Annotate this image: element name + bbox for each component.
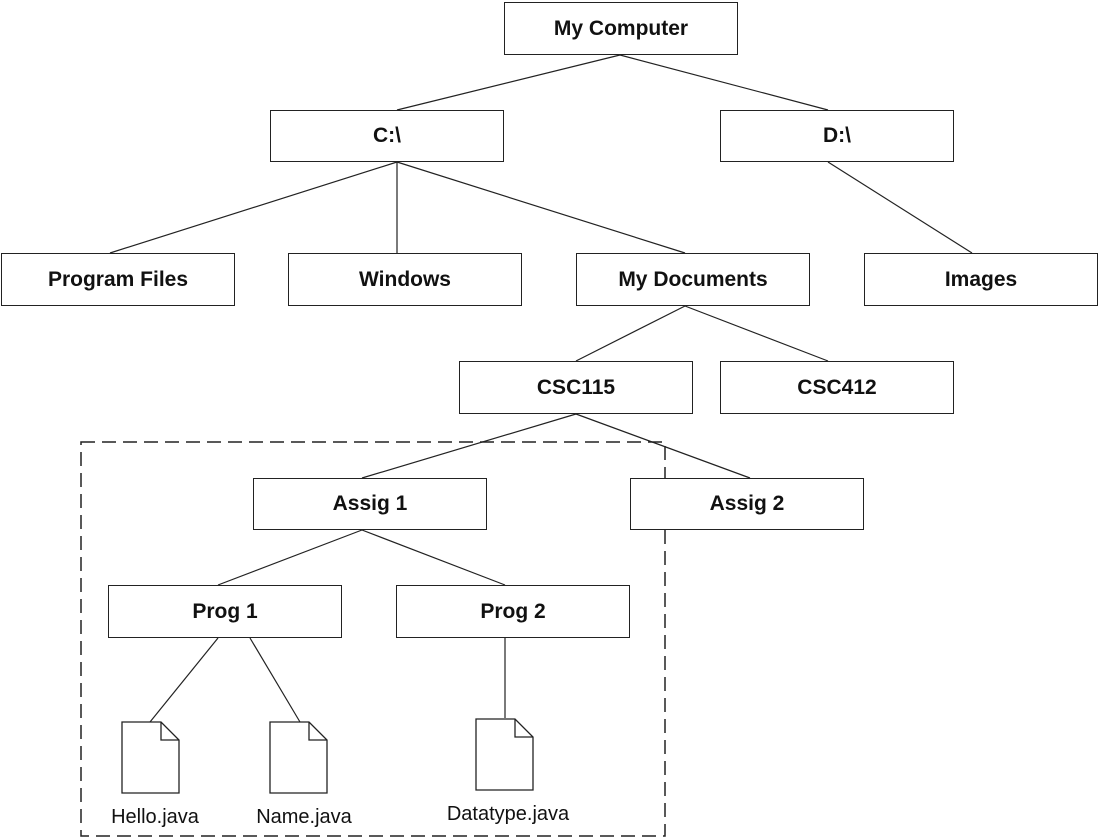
node-images: Images [864, 253, 1098, 306]
file-label-hello: Hello.java [111, 806, 199, 828]
edge-assig1-prog2 [361, 529, 506, 586]
node-windows: Windows [288, 253, 522, 306]
edge-csc115-assig2 [575, 413, 751, 479]
node-c-drive: C:\ [270, 110, 504, 162]
edge-root-d [619, 54, 829, 111]
file-icon [121, 721, 180, 794]
node-csc412: CSC412 [720, 361, 954, 414]
edge-c-mydocuments [396, 161, 686, 254]
file-label-datatype: Datatype.java [446, 803, 570, 825]
node-csc115: CSC115 [459, 361, 693, 414]
node-my-computer: My Computer [504, 2, 738, 55]
edge-assig1-prog1 [217, 529, 363, 586]
node-d-drive: D:\ [720, 110, 954, 162]
edge-c-programfiles [109, 161, 398, 254]
edge-prog1-name [249, 637, 301, 723]
node-program-files: Program Files [1, 253, 235, 306]
file-icon [475, 718, 534, 791]
node-prog1: Prog 1 [108, 585, 342, 638]
edge-root-c [396, 54, 621, 111]
selection-dashed-frame [80, 441, 666, 837]
edge-mydocs-csc115 [575, 305, 686, 362]
node-assig1: Assig 1 [253, 478, 487, 530]
node-prog2: Prog 2 [396, 585, 630, 638]
file-icon [269, 721, 328, 794]
node-assig2: Assig 2 [630, 478, 864, 530]
edge-d-images [827, 161, 973, 254]
edge-prog1-hello [149, 637, 219, 723]
edge-mydocs-csc412 [684, 305, 829, 362]
edge-csc115-assig1 [361, 413, 577, 479]
file-label-name: Name.java [256, 806, 352, 828]
node-my-documents: My Documents [576, 253, 810, 306]
